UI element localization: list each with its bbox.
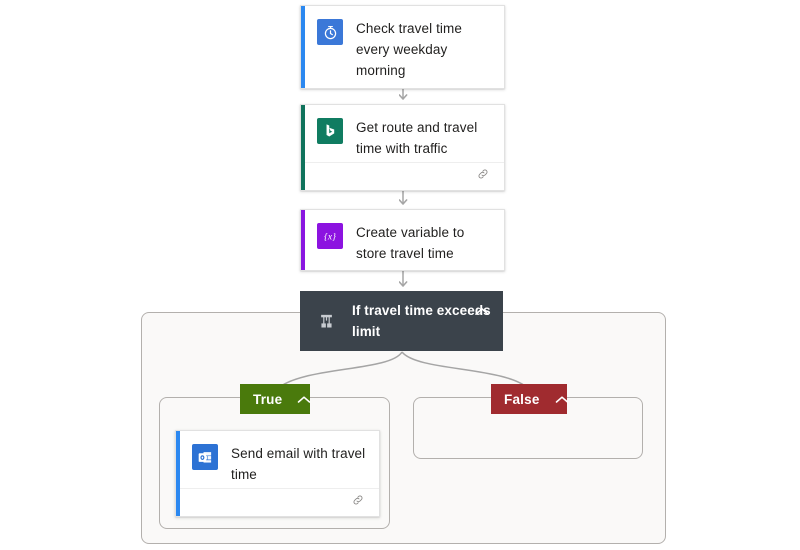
card-footer (305, 162, 504, 190)
card-accent-bar (301, 105, 305, 190)
chain-link-icon[interactable] (351, 493, 365, 512)
card-accent-bar (301, 210, 305, 270)
chevron-up-icon[interactable] (473, 305, 491, 319)
send-email-card[interactable]: Send email with travel time (175, 430, 380, 517)
true-label: True (253, 391, 283, 407)
alarm-clock-icon (317, 19, 343, 45)
if-travel-time-exceeds-limit[interactable]: If travel time exceeds limit (300, 291, 503, 351)
check-travel-time-card[interactable]: Check travel time every weekday morning (300, 5, 505, 89)
get-route-and-travel-time-card[interactable]: Get route and travel time with traffic (300, 104, 505, 191)
condition-title: If travel time exceeds limit (352, 303, 491, 339)
bing-icon (317, 118, 343, 144)
false-label: False (504, 391, 540, 407)
card-accent-bar (176, 431, 180, 516)
card-header: Send email with travel time (176, 431, 379, 497)
card-title: Get route and travel time with traffic (356, 120, 478, 156)
card-header: Check travel time every weekday morning (301, 6, 504, 88)
false-branch-badge[interactable]: False (491, 384, 570, 414)
control-condition-icon (314, 309, 338, 333)
card-accent-bar (301, 6, 305, 88)
card-header: {x} Create variable to store travel time (301, 210, 504, 270)
card-title: Send email with travel time (231, 446, 366, 482)
outlook-icon (192, 444, 218, 470)
card-footer (180, 488, 379, 516)
chevron-up-icon[interactable] (296, 393, 312, 405)
variable-braces-icon: {x} (317, 223, 343, 249)
card-title: Create variable to store travel time (356, 225, 465, 261)
chevron-up-icon[interactable] (554, 393, 570, 405)
card-header: Get route and travel time with traffic (301, 105, 504, 171)
card-title: Check travel time every weekday morning (356, 21, 462, 78)
create-variable-card[interactable]: {x} Create variable to store travel time (300, 209, 505, 271)
svg-text:{x}: {x} (324, 232, 336, 243)
true-branch-badge[interactable]: True (240, 384, 312, 414)
chain-link-icon[interactable] (476, 167, 490, 186)
